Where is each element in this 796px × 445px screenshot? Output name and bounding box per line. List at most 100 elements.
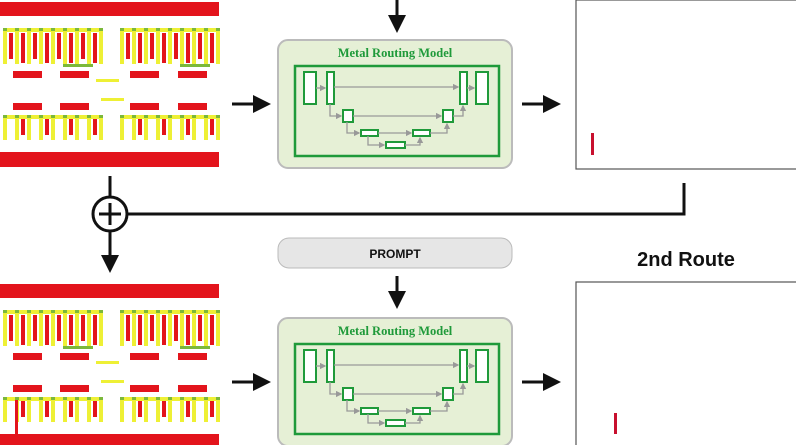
unet-block	[442, 387, 454, 401]
layout-shape	[178, 353, 207, 360]
layout-shape	[33, 315, 37, 341]
layout-shape	[132, 310, 136, 346]
layout-shape	[75, 397, 79, 400]
layout-shape	[57, 33, 61, 59]
layout-shape	[204, 115, 208, 118]
layout-shape	[192, 115, 196, 118]
unet-frame	[293, 64, 501, 158]
layout-shape	[132, 115, 136, 118]
layout-shape	[63, 28, 67, 31]
layout-shape	[3, 28, 7, 31]
skip-connection	[367, 136, 386, 149]
layout-shape	[15, 397, 19, 400]
layout-shape	[45, 33, 49, 63]
layout-shape	[75, 310, 79, 313]
layout-shape	[99, 115, 103, 140]
layout-shape	[120, 397, 124, 422]
layout-shape	[156, 28, 160, 64]
layout-shape	[130, 353, 159, 360]
layout-shape	[216, 310, 220, 346]
skip-connection	[430, 122, 451, 134]
layout-shape	[150, 33, 154, 59]
layout-shape	[51, 115, 55, 118]
layout-shape	[192, 397, 196, 400]
layout-shape	[27, 310, 31, 313]
skip-connection	[329, 104, 343, 120]
unet-block	[342, 387, 354, 401]
layout-shape	[101, 380, 124, 383]
layout-shape	[130, 71, 159, 78]
layout-shape	[192, 115, 196, 140]
layout-shape	[126, 315, 130, 341]
layout-shape	[51, 310, 55, 313]
layout-shape	[144, 397, 148, 400]
layout-shape	[63, 28, 67, 64]
layout-shape	[75, 28, 79, 64]
layout-shape	[138, 119, 142, 135]
unet-block	[459, 71, 468, 105]
layout-shape	[27, 28, 31, 64]
layout-shape	[81, 33, 85, 59]
layout-shape	[39, 115, 43, 118]
layout-shape	[168, 310, 172, 346]
feedback-line	[127, 183, 686, 216]
layout-shape	[132, 28, 136, 64]
sum-icon	[91, 195, 129, 233]
layout-shape	[204, 28, 208, 64]
layout-shape	[174, 33, 178, 59]
layout-shape	[27, 310, 31, 346]
layout-shape	[15, 115, 19, 140]
unet-block	[412, 129, 431, 137]
layout-shape	[21, 401, 25, 417]
model-title: Metal Routing Model	[338, 46, 453, 60]
layout-shape	[15, 28, 19, 64]
layout-shape	[3, 310, 7, 346]
layout-shape	[60, 71, 89, 78]
layout-shape	[156, 397, 160, 400]
layout-shape	[51, 28, 55, 31]
layout-shape	[15, 310, 19, 346]
layout-shape	[120, 28, 124, 64]
layout-shape	[192, 310, 196, 313]
layout-shape	[87, 115, 91, 118]
layout-shape	[3, 115, 7, 118]
layout-shape	[144, 310, 148, 313]
layout-shape	[63, 397, 67, 422]
layout-shape	[180, 115, 184, 140]
model-title: Metal Routing Model	[338, 324, 453, 338]
route-mark	[614, 413, 617, 434]
skip-connection	[405, 136, 424, 146]
unet-block	[412, 407, 431, 415]
layout-shape	[93, 119, 97, 135]
layout-input-bottom	[0, 284, 220, 445]
layout-shape	[45, 315, 49, 345]
layout-shape	[150, 315, 154, 341]
layout-shape	[87, 310, 91, 313]
layout-shape	[132, 397, 136, 422]
unet-block	[385, 419, 406, 427]
layout-shape	[216, 115, 220, 140]
layout-shape	[39, 28, 43, 31]
layout-shape	[87, 397, 91, 400]
layout-shape	[132, 115, 136, 140]
layout-shape	[120, 310, 124, 313]
layout-shape	[13, 385, 42, 392]
layout-shape	[75, 28, 79, 31]
layout-shape	[27, 397, 31, 400]
layout-shape	[168, 115, 172, 118]
layout-shape	[180, 397, 184, 400]
layout-shape	[210, 33, 214, 63]
layout-shape	[144, 28, 148, 31]
layout-shape	[216, 397, 220, 400]
layout-shape	[144, 115, 148, 118]
layout-shape	[15, 115, 19, 118]
layout-shape	[144, 115, 148, 140]
layout-shape	[204, 310, 208, 346]
layout-shape	[75, 397, 79, 422]
layout-shape	[13, 71, 42, 78]
layout-shape	[130, 385, 159, 392]
layout-shape	[204, 115, 208, 140]
layout-shape	[120, 28, 124, 31]
layout-shape	[75, 115, 79, 140]
layout-shape	[192, 28, 196, 31]
